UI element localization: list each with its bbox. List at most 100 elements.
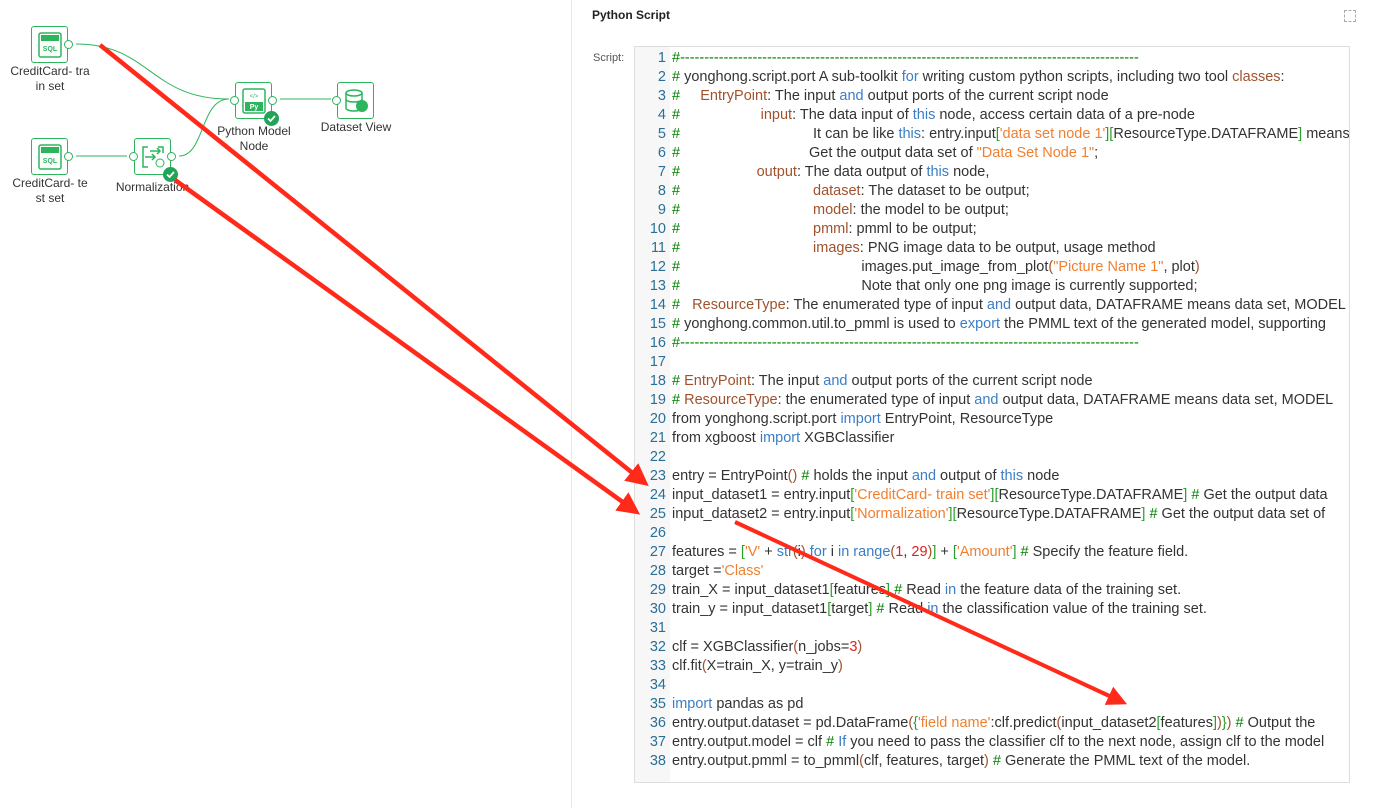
code-line[interactable]: 1#--------------------------------------… [635, 49, 1349, 68]
code-token: str [776, 544, 793, 560]
code-token: EntryPoint [700, 88, 768, 104]
code-token: pmml [813, 221, 849, 237]
code-token: yonghong.script.port A sub-toolkit [684, 69, 902, 85]
node-creditcard-test-set[interactable]: SQL [31, 138, 73, 175]
line-number: 19 [649, 392, 666, 408]
code-line[interactable]: 2# yonghong.script.port A sub-toolkit fo… [635, 68, 1349, 87]
code-token: this [912, 107, 936, 123]
code-token: features = [672, 544, 741, 560]
code-token: from xgboost [672, 430, 760, 446]
code-token: # [672, 88, 701, 104]
code-line[interactable]: 13# Note that only one png image is curr… [635, 277, 1349, 296]
code-line[interactable]: 14# ResourceType: The enumerated type of… [635, 296, 1349, 315]
code-line[interactable]: 22 [635, 448, 1349, 467]
code-line[interactable]: 5# It can be like this: entry.input['dat… [635, 125, 1349, 144]
code-line[interactable]: 15# yonghong.common.util.to_pmml is used… [635, 315, 1349, 334]
line-number: 3 [657, 88, 666, 104]
code-token: #---------------------------------------… [672, 50, 1139, 66]
input-port[interactable] [332, 96, 341, 105]
code-token: entry.output.pmml = to_pmml [672, 753, 860, 769]
code-token: () [787, 468, 798, 484]
node-dataset-view[interactable] [332, 82, 374, 119]
code-token: node [1023, 468, 1060, 484]
code-line[interactable]: 6# Get the output data set of "Data Set … [635, 144, 1349, 163]
code-line[interactable]: 9# model: the model to be output; [635, 201, 1349, 220]
code-token: entry.output.model = clf [672, 734, 827, 750]
node-creditcard-train-set[interactable]: SQL [31, 26, 73, 63]
svg-text:SQL: SQL [42, 46, 57, 53]
code-line[interactable]: 12# images.put_image_from_plot("Picture … [635, 258, 1349, 277]
code-token: ResourceType.DATAFRAME [1113, 126, 1299, 142]
script-editor[interactable]: 1#--------------------------------------… [634, 46, 1350, 783]
code-line[interactable]: 17 [635, 353, 1349, 372]
code-token: , plot [1163, 259, 1195, 275]
code-token: : PNG image data to be output, usage met… [859, 240, 1156, 256]
code-line[interactable]: 26 [635, 524, 1349, 543]
code-token: ) [838, 658, 843, 674]
code-lines[interactable]: 1#--------------------------------------… [635, 49, 1349, 771]
code-token: # [672, 297, 693, 313]
code-token: clf = XGBClassifier [672, 639, 794, 655]
code-token: ) [984, 753, 989, 769]
code-token: classes [1232, 69, 1281, 85]
code-token: ResourceType [692, 297, 786, 313]
code-line[interactable]: 16#-------------------------------------… [635, 334, 1349, 353]
code-line[interactable]: 4# input: The data input of this node, a… [635, 106, 1349, 125]
input-port[interactable] [129, 152, 138, 161]
code-token: : The enumerated type of input [785, 297, 987, 313]
output-port[interactable] [64, 40, 73, 49]
code-line[interactable]: 10# pmml: pmml to be output; [635, 220, 1349, 239]
code-token: output ports of the current script node [847, 373, 1093, 389]
code-token: 'Class' [721, 563, 764, 579]
code-token: # [1149, 506, 1158, 522]
output-port[interactable] [167, 152, 176, 161]
code-token: ( [701, 658, 707, 674]
code-token: output data, DATAFRAME means data set, M… [998, 392, 1334, 408]
code-line[interactable]: 19# ResourceType: the enumerated type of… [635, 391, 1349, 410]
code-token: the classification value of the training… [938, 601, 1207, 617]
code-line[interactable]: 8# dataset: The dataset to be output; [635, 182, 1349, 201]
code-line[interactable]: 31 [635, 619, 1349, 638]
code-token: Note that only one png image is currentl… [861, 278, 1198, 294]
code-token: EntryPoint [684, 373, 751, 389]
code-line[interactable]: 3# EntryPoint: The input and output port… [635, 87, 1349, 106]
code-token: ] [1183, 487, 1188, 503]
node-normalization[interactable] [129, 138, 178, 182]
code-token: Read [884, 601, 928, 617]
node-label: CreditCard- te st set [12, 176, 88, 205]
expand-icon[interactable] [1344, 10, 1356, 22]
workflow-canvas[interactable]: SQL CreditCard- tra in set SQL CreditCar… [0, 0, 571, 808]
line-number: 36 [649, 715, 666, 731]
code-line[interactable]: 7# output: The data output of this node, [635, 163, 1349, 182]
code-line[interactable]: 34 [635, 676, 1349, 695]
input-port[interactable] [230, 96, 239, 105]
node-label: Dataset View [320, 120, 392, 134]
line-number: 30 [649, 601, 666, 617]
svg-text:</>: </> [249, 94, 258, 100]
code-token: : The input [767, 88, 840, 104]
code-line[interactable]: 11# images: PNG image data to be output,… [635, 239, 1349, 258]
output-port[interactable] [64, 152, 73, 161]
line-number: 22 [649, 449, 666, 465]
code-line[interactable]: 18# EntryPoint: The input and output por… [635, 372, 1349, 391]
line-number: 12 [649, 259, 666, 275]
output-port[interactable] [268, 96, 277, 105]
node-python-model[interactable]: </>Py [230, 82, 279, 126]
code-token: this [898, 126, 922, 142]
code-token: # [992, 753, 1001, 769]
